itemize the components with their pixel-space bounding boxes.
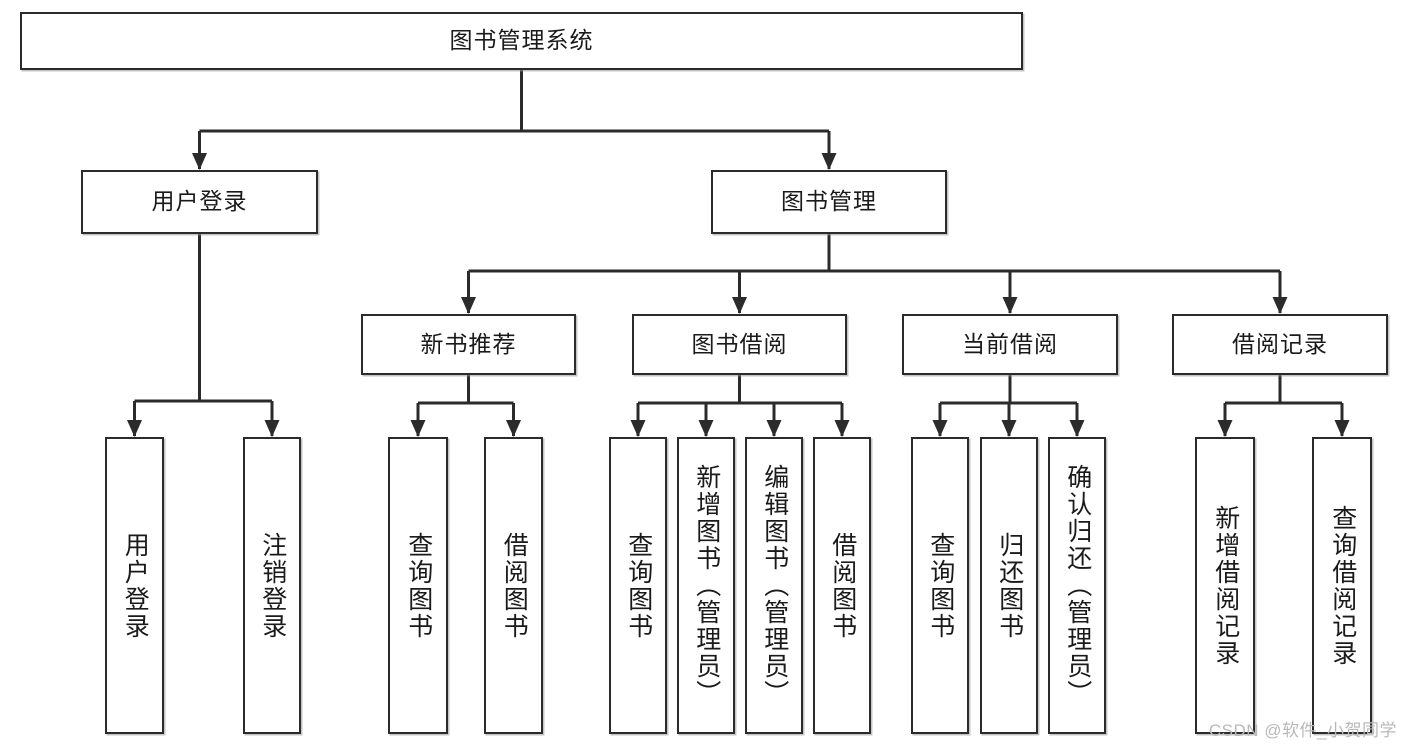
node-label: 借阅图书 bbox=[500, 531, 529, 640]
node-leaf-user-login[interactable]: 用户登录 bbox=[105, 437, 164, 734]
arrowhead bbox=[192, 153, 207, 170]
node-user-login[interactable]: 用户登录 bbox=[81, 170, 318, 234]
node-leaf-bb-add[interactable]: 新增图书（管理员） bbox=[677, 437, 735, 734]
node-label: 当前借阅 bbox=[962, 330, 1058, 357]
arrowhead bbox=[1217, 420, 1233, 437]
node-leaf-cb-query[interactable]: 查询图书 bbox=[911, 437, 969, 734]
arrowhead bbox=[127, 420, 142, 437]
node-label: 新增借阅记录 bbox=[1211, 504, 1240, 667]
node-label: 归还图书 bbox=[995, 531, 1024, 640]
node-borrow-log[interactable]: 借阅记录 bbox=[1172, 314, 1388, 375]
arrowhead bbox=[264, 420, 280, 437]
node-label: 图书管理系统 bbox=[449, 27, 594, 54]
node-new-book-rec[interactable]: 新书推荐 bbox=[361, 314, 576, 375]
node-label: 新书推荐 bbox=[420, 330, 517, 357]
node-label: 查询借阅记录 bbox=[1328, 504, 1357, 667]
node-cur-borrow[interactable]: 当前借阅 bbox=[902, 314, 1118, 375]
arrowhead bbox=[834, 420, 850, 437]
node-label: 图书借阅 bbox=[691, 330, 788, 357]
watermark: CSDN @软件_小贺同学 bbox=[1208, 721, 1397, 740]
node-leaf-bb-edit[interactable]: 编辑图书（管理员） bbox=[745, 437, 803, 734]
node-label: 借阅记录 bbox=[1232, 330, 1328, 357]
arrowhead bbox=[1002, 297, 1018, 314]
node-label: 确认归还（管理员） bbox=[1063, 464, 1092, 707]
node-root[interactable]: 图书管理系统 bbox=[20, 12, 1023, 70]
arrowhead bbox=[1069, 420, 1085, 437]
node-leaf-rec-query[interactable]: 查询图书 bbox=[388, 437, 448, 734]
arrowhead bbox=[821, 153, 837, 170]
arrowhead bbox=[766, 420, 782, 437]
arrowhead bbox=[932, 420, 948, 437]
node-label: 查询图书 bbox=[624, 531, 653, 640]
node-label: 注销登录 bbox=[258, 531, 287, 640]
node-label: 编辑图书（管理员） bbox=[760, 464, 789, 707]
node-leaf-rec-borrow[interactable]: 借阅图书 bbox=[484, 437, 543, 734]
node-leaf-bb-query[interactable]: 查询图书 bbox=[609, 437, 667, 734]
arrowhead bbox=[410, 420, 426, 437]
node-leaf-log-add[interactable]: 新增借阅记录 bbox=[1195, 437, 1255, 734]
node-leaf-user-logout[interactable]: 注销登录 bbox=[243, 437, 301, 734]
node-leaf-bb-borrow[interactable]: 借阅图书 bbox=[813, 437, 871, 734]
arrowhead bbox=[698, 420, 714, 437]
arrowhead bbox=[630, 420, 646, 437]
node-leaf-cb-return[interactable]: 归还图书 bbox=[980, 437, 1038, 734]
node-leaf-log-query[interactable]: 查询借阅记录 bbox=[1312, 437, 1372, 734]
node-book-mgmt[interactable]: 图书管理 bbox=[711, 170, 947, 234]
node-label: 查询图书 bbox=[404, 531, 433, 640]
arrowhead bbox=[506, 420, 521, 437]
node-book-borrow[interactable]: 图书借阅 bbox=[632, 314, 847, 375]
arrowhead bbox=[1272, 297, 1288, 314]
arrowhead bbox=[1001, 420, 1017, 437]
node-label: 用户登录 bbox=[121, 531, 150, 640]
node-label: 新增图书（管理员） bbox=[692, 464, 721, 707]
arrowhead bbox=[732, 297, 747, 314]
node-label: 查询图书 bbox=[926, 531, 955, 640]
node-label: 借阅图书 bbox=[828, 531, 857, 640]
arrowhead bbox=[461, 297, 476, 314]
node-label: 用户登录 bbox=[151, 188, 248, 215]
arrowhead bbox=[1334, 420, 1350, 437]
node-leaf-cb-confirm[interactable]: 确认归还（管理员） bbox=[1048, 437, 1106, 734]
node-label: 图书管理 bbox=[781, 188, 877, 215]
